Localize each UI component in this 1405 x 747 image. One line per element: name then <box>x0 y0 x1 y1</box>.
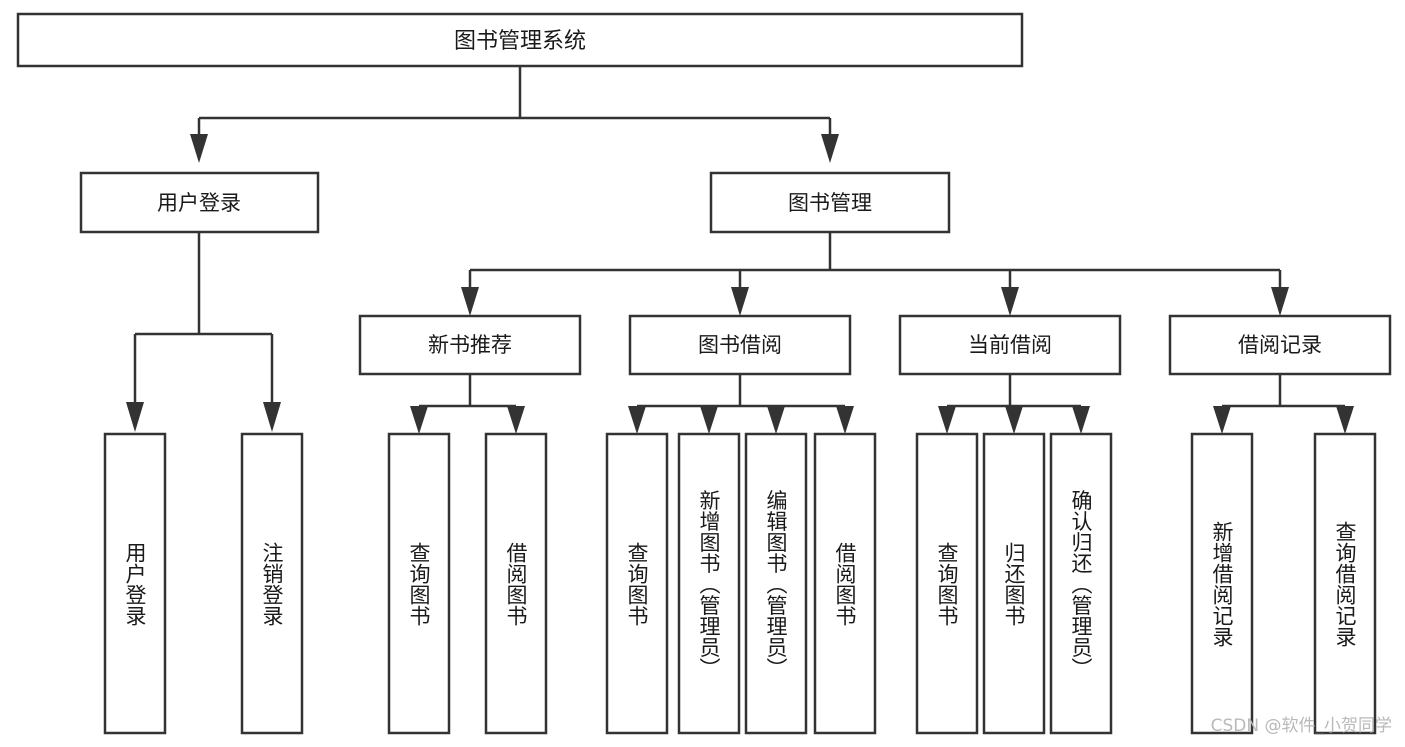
node-leaf-nb-borrow-book-label: 借阅图书 <box>504 542 528 626</box>
node-root-label: 图书管理系统 <box>454 29 586 54</box>
node-leaf-br-add-record-box[interactable] <box>1190 432 1254 735</box>
node-leaf-logout-label: 注销登录 <box>260 542 284 626</box>
node-leaf-cb-query-book[interactable]: 查询图书 <box>915 432 979 735</box>
arrow-head-cb-confirm-return <box>1072 406 1090 434</box>
arrow-head-bb-edit-book <box>767 406 785 434</box>
node-borrow-record[interactable]: 借阅记录 <box>1168 314 1392 376</box>
node-leaf-nb-query-book-label: 查询图书 <box>407 542 431 626</box>
node-leaf-nb-query-book-box[interactable] <box>387 432 451 735</box>
arrow-head-cb-query-book <box>938 406 956 434</box>
node-user-login[interactable]: 用户登录 <box>79 171 320 234</box>
node-leaf-bb-borrow-book-box[interactable] <box>813 432 877 735</box>
node-leaf-logout-box[interactable] <box>240 432 304 735</box>
node-leaf-bb-query-book[interactable]: 查询图书 <box>605 432 669 735</box>
node-leaf-bb-add-book-box[interactable] <box>677 432 741 735</box>
node-leaf-br-query-record-label: 查询借阅记录 <box>1333 521 1357 647</box>
arrow-head-nb-query-book <box>410 406 428 434</box>
node-leaf-logout[interactable]: 注销登录 <box>240 432 304 735</box>
arrow-head-bb-query-book <box>628 406 646 434</box>
node-borrow-record-box[interactable] <box>1168 314 1392 376</box>
node-leaf-cb-return-book[interactable]: 归还图书 <box>982 432 1046 735</box>
arrow-head-br-add-record <box>1213 406 1231 434</box>
arrow-head-cb-return-book <box>1005 406 1023 434</box>
arrow-head-br-query-record <box>1336 406 1354 434</box>
connector-layer <box>126 66 1354 434</box>
node-leaf-cb-return-book-label: 归还图书 <box>1002 542 1026 626</box>
node-current-borrow-box[interactable] <box>898 314 1122 376</box>
node-leaf-bb-edit-book-box[interactable] <box>744 432 808 735</box>
arrow-head-new-book-rec <box>461 287 479 316</box>
node-leaf-cb-confirm-return-label: 确认归还（管理员） <box>1069 490 1093 679</box>
node-leaf-nb-query-book[interactable]: 查询图书 <box>387 432 451 735</box>
node-leaf-cb-query-book-label: 查询图书 <box>935 542 959 626</box>
arrow-head-current-borrow <box>1001 287 1019 316</box>
arrow-head-bb-add-book <box>700 406 718 434</box>
node-book-manage[interactable]: 图书管理 <box>709 171 951 234</box>
node-leaf-bb-query-book-label: 查询图书 <box>625 542 649 626</box>
node-leaf-cb-return-book-box[interactable] <box>982 432 1046 735</box>
node-leaf-br-query-record[interactable]: 查询借阅记录 <box>1313 432 1377 735</box>
node-borrow-record-label: 借阅记录 <box>1238 333 1322 357</box>
node-new-book-rec-label: 新书推荐 <box>428 333 512 357</box>
node-leaf-user-login-label: 用户登录 <box>123 542 147 626</box>
node-root-box[interactable] <box>16 12 1024 68</box>
node-user-login-box[interactable] <box>79 171 320 234</box>
node-leaf-bb-edit-book[interactable]: 编辑图书（管理员） <box>744 432 808 735</box>
node-leaf-bb-borrow-book[interactable]: 借阅图书 <box>813 432 877 735</box>
watermark-text: CSDN @软件_小贺同学 <box>1211 716 1392 736</box>
arrow-head-borrow-record <box>1271 287 1289 316</box>
arrow-head-nb-borrow-book <box>507 406 525 434</box>
node-user-login-label: 用户登录 <box>157 191 241 215</box>
arrow-head-user-login <box>190 134 208 163</box>
node-leaf-nb-borrow-book-box[interactable] <box>484 432 548 735</box>
node-current-borrow-label: 当前借阅 <box>968 333 1052 357</box>
node-book-borrow-box[interactable] <box>628 314 852 376</box>
node-book-borrow[interactable]: 图书借阅 <box>628 314 852 376</box>
node-leaf-user-login[interactable]: 用户登录 <box>103 432 167 735</box>
node-new-book-rec[interactable]: 新书推荐 <box>358 314 582 376</box>
node-book-manage-label: 图书管理 <box>788 191 872 215</box>
arrow-head-book-manage <box>821 134 839 163</box>
node-leaf-br-add-record[interactable]: 新增借阅记录 <box>1190 432 1254 735</box>
node-leaf-nb-borrow-book[interactable]: 借阅图书 <box>484 432 548 735</box>
node-leaf-bb-add-book[interactable]: 新增图书（管理员） <box>677 432 741 735</box>
node-leaf-bb-query-book-box[interactable] <box>605 432 669 735</box>
node-book-manage-box[interactable] <box>709 171 951 234</box>
node-leaf-user-login-box[interactable] <box>103 432 167 735</box>
arrow-head-leaf-user-login <box>126 402 144 432</box>
node-leaf-cb-confirm-return-box[interactable] <box>1049 432 1113 735</box>
node-new-book-rec-box[interactable] <box>358 314 582 376</box>
node-leaf-br-query-record-box[interactable] <box>1313 432 1377 735</box>
node-root[interactable]: 图书管理系统 <box>16 12 1024 68</box>
node-leaf-bb-add-book-label: 新增图书（管理员） <box>697 490 721 679</box>
arrow-head-bb-borrow-book <box>836 406 854 434</box>
node-current-borrow[interactable]: 当前借阅 <box>898 314 1122 376</box>
arrow-head-leaf-logout <box>263 402 281 432</box>
node-leaf-bb-edit-book-label: 编辑图书（管理员） <box>764 490 788 679</box>
arrow-head-book-borrow <box>731 287 749 316</box>
node-leaf-cb-query-book-box[interactable] <box>915 432 979 735</box>
node-book-borrow-label: 图书借阅 <box>698 333 782 357</box>
node-leaf-cb-confirm-return[interactable]: 确认归还（管理员） <box>1049 432 1113 735</box>
node-leaf-bb-borrow-book-label: 借阅图书 <box>833 542 857 626</box>
node-leaf-br-add-record-label: 新增借阅记录 <box>1210 521 1234 647</box>
